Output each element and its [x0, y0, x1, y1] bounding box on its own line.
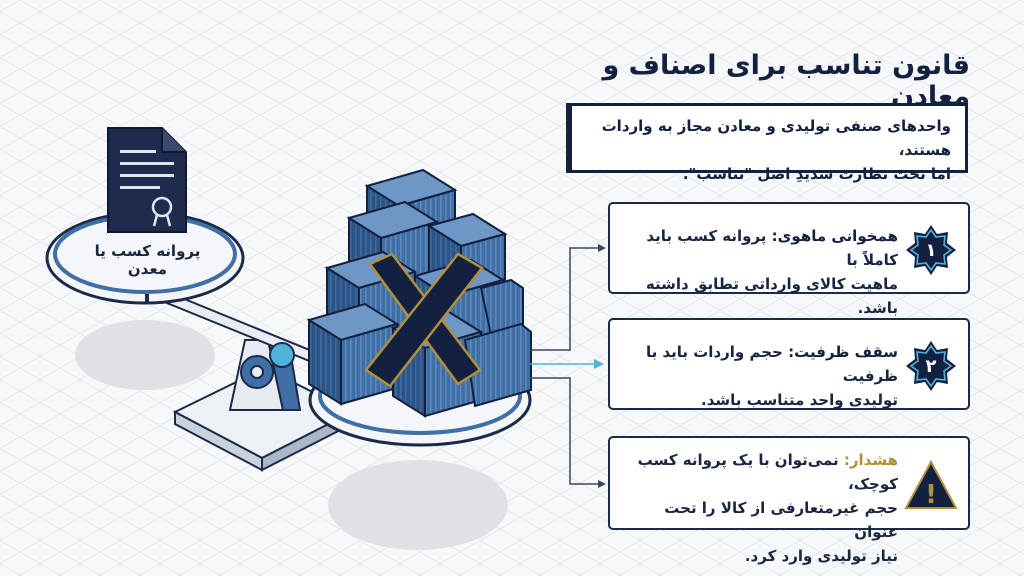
warning-triangle-icon: !	[904, 459, 958, 510]
badge-number: ۲	[926, 356, 937, 377]
card-text-line-1: نمی‌توان با یک پروانه کسب کوچک،	[637, 451, 898, 493]
card-text-line-2: حجم غیرمتعارفی از کالا را تحت عنوان	[664, 499, 898, 541]
card-heading: همخوانی ماهوی:	[771, 227, 898, 245]
octagram-badge-icon: ۱	[906, 225, 956, 275]
badge-number: ۱	[926, 240, 937, 261]
card-heading: هشدار:	[843, 451, 898, 469]
card-text-line-2: تولیدی واحد متناسب باشد.	[701, 391, 898, 409]
scale-label: پروانه کسب یا معدن	[94, 242, 201, 278]
intro-line-2: اما تحت نظارت شدیدِ اصل "تناسب".	[682, 165, 951, 183]
warning-mark: !	[925, 480, 937, 510]
intro-line-1: واحدهای صنفی تولیدی و معادن مجاز به وارد…	[601, 117, 951, 159]
card-text-line-1: پروانه کسب باید کاملاً با	[646, 227, 898, 269]
reject-x-icon	[364, 252, 484, 388]
document-seal-icon	[107, 127, 187, 233]
intro-box: واحدهای صنفی تولیدی و معادن مجاز به وارد…	[566, 103, 968, 183]
card-heading: سقف ظرفیت:	[788, 343, 898, 361]
rule-card-1: ۱ همخوانی ماهوی: پروانه کسب باید کاملاً …	[608, 202, 970, 317]
octagram-badge-icon: ۲	[906, 341, 956, 391]
shadow-right	[328, 460, 508, 550]
card-text-line-1: حجم واردات باید با ظرفیت	[645, 343, 898, 385]
scale-illustration	[45, 127, 532, 550]
card-text-line-3: نیاز تولیدی وارد کرد.	[744, 547, 898, 565]
card-text-line-2: ماهیت کالای وارداتی تطابق داشته باشد.	[645, 275, 898, 317]
shadow-left	[75, 320, 215, 390]
warning-card: ! هشدار: نمی‌توان با یک پروانه کسب کوچک،…	[608, 436, 970, 565]
rule-card-2: ۲ سقف ظرفیت: حجم واردات باید با ظرفیت تو…	[608, 318, 970, 410]
